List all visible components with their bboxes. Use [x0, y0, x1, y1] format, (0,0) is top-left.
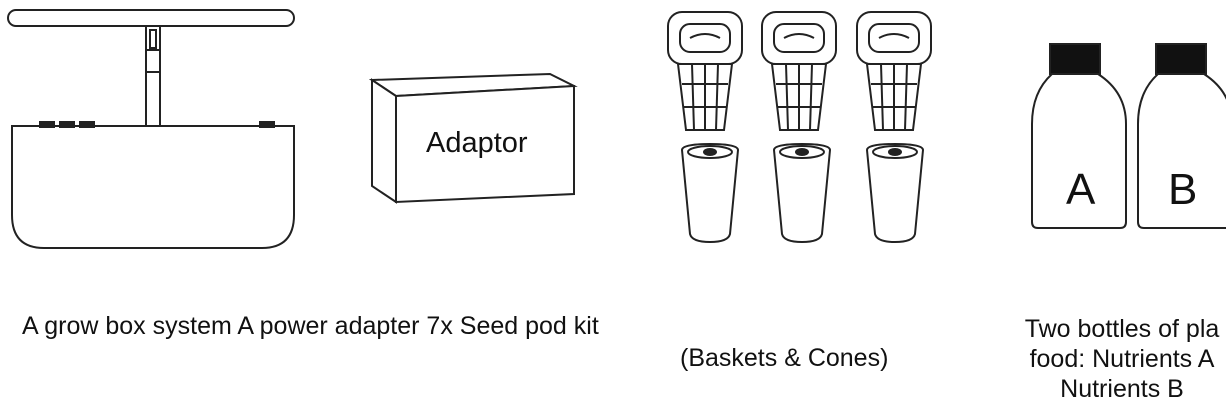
cone-illustration [680, 142, 740, 244]
bottle-b-label: B [1168, 165, 1197, 214]
adapter-caption: A power adapter [237, 312, 420, 340]
seed-pod-cones [680, 142, 925, 244]
bottle-cap-icon [1049, 43, 1101, 75]
grow-box-illustration [7, 9, 295, 249]
cone-illustration [772, 142, 832, 244]
nutrient-bottle-b: B [1137, 43, 1226, 229]
grow-box-lamp-head [7, 9, 295, 27]
seed-kit-caption: 7x Seed pod kit [426, 312, 599, 340]
adaptor-illustration: Adaptor [368, 72, 578, 204]
seed-pod-baskets [667, 11, 932, 131]
cone-illustration [865, 142, 925, 244]
basket-illustration [667, 11, 743, 131]
bottles-caption: Two bottles of pla food: Nutrients A Nut… [992, 314, 1226, 404]
bottle-cap-icon [1155, 43, 1207, 75]
basket-illustration [761, 11, 837, 131]
components-caption-line: A grow box system A power adapter 7x See… [22, 311, 599, 341]
grow-box-caption: A grow box system [22, 312, 232, 340]
seed-kit-caption-detail: (Baskets & Cones) [680, 344, 889, 372]
bottles-caption-line: food: Nutrients A [1029, 345, 1215, 373]
nutrient-bottle-a: A [1031, 43, 1127, 229]
bottle-a-label: A [1066, 165, 1096, 214]
adaptor-label: Adaptor [426, 127, 528, 159]
bottles-caption-line: Nutrients B [1060, 375, 1184, 403]
grow-box-base [11, 125, 295, 249]
bottles-caption-line: Two bottles of pla [1024, 315, 1220, 343]
basket-illustration [856, 11, 932, 131]
